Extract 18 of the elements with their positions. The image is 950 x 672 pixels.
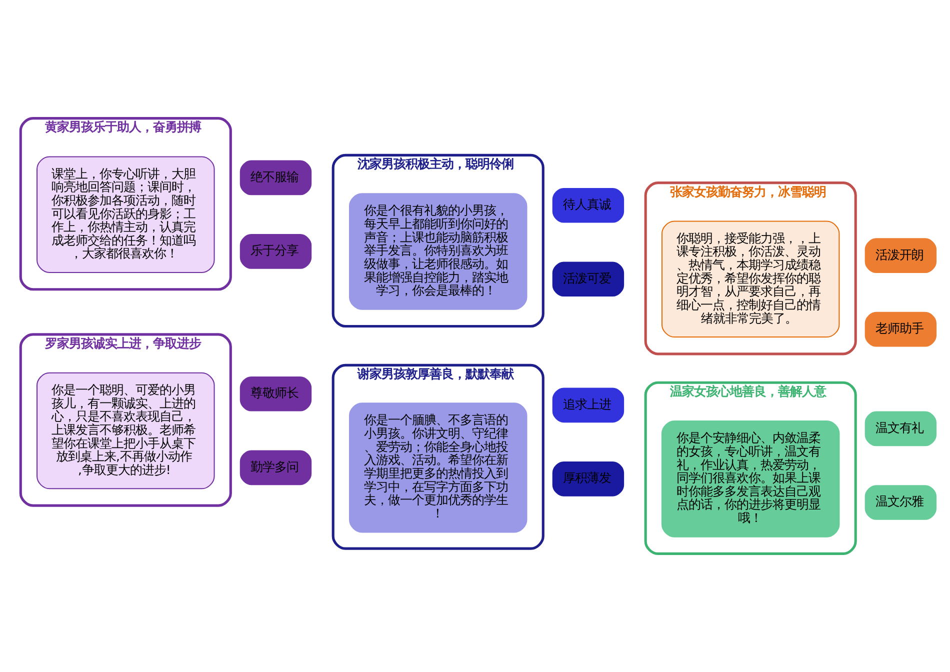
node-box: 绝不服输: [238, 158, 314, 198]
node-box: 你是一个聪明、可爱的小男孩儿，有一颗诚实、上进的心，只是不喜欢表现自己，上课发言不够积极。老师希望你在课堂上把小手从桌下放到桌上来,不再做小动作,争取更大的进步!: [36, 372, 215, 490]
node-box: 你聪明，接受能力强，，上课专注积极，你活泼、灵动、热情气，本期学习成绩稳定优秀，希望你发挥你的聪明才智，从严要求自己，再细心一点，控制好自己的情绪就非常完美了。: [661, 220, 840, 338]
node-box: 你是个很有礼貌的小男孩，每天早上都能听到你问好的声音；上课也能动脑筋积极举手发言。你特别喜欢为班级做事，让老师很感动。如果能增强自控能力，踏实地学习，你会是最棒的！: [348, 193, 528, 310]
node-box: 厚积薄发: [550, 459, 626, 498]
node-box: 勤学多问: [238, 448, 314, 488]
node-box: 活泼开朗: [862, 236, 939, 276]
node-box: 你是一个腼腆、不多言语的小男孩。你讲文明、守纪律、爱劳动；你能全身心地投入游戏、活动。希望你在新学期里把更多的热情投入到学习中，在写字方面多下功夫，做一个更加优秀的学生！: [348, 402, 528, 533]
node-box: 你是个安静细心、内敛温柔的女孩，专心听讲，温文有礼，作业认真，热爱劳动，同学们很喜欢你。如果上课时你能多多发言表达自己观点的话，你的进步将更明显哦！: [661, 420, 840, 538]
node-box: 温文尔雅: [862, 483, 939, 522]
node-box: 待人真诚: [550, 186, 626, 225]
node-box: 追求上进: [550, 386, 626, 425]
node-box: 老师助手: [862, 310, 939, 349]
node-box: 课堂上，你专心听讲，大胆响亮地回答问题；课间时，你积极参加各项活动，随时可以看见你活跃的身影；工作上，你热情主动，认真完成老师交给的任务！知道吗，大家都很喜欢你！: [36, 156, 215, 273]
node-box: 活泼可爱: [550, 260, 626, 299]
node-box: 温文有礼: [862, 409, 939, 448]
node-box: 乐于分享: [238, 232, 314, 271]
node-box: 尊敬师长: [238, 374, 314, 414]
